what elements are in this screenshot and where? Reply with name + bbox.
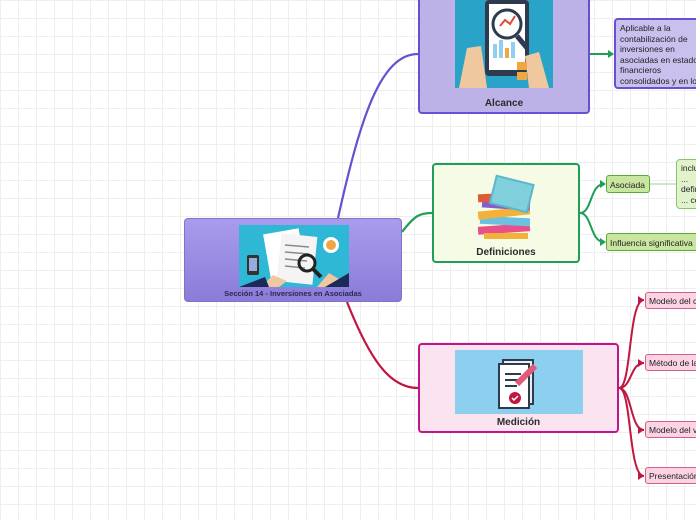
connector-med-1 (618, 299, 645, 389)
leaf-medicion-4[interactable]: Presentación (645, 467, 696, 484)
arrow-med-3 (638, 426, 644, 434)
connector-definiciones (401, 211, 433, 233)
topic-alcance-label: Alcance (484, 98, 524, 109)
arrow-def-asociada (600, 180, 606, 188)
topic-alcance[interactable]: Alcance (418, 0, 590, 114)
leaf-medicion-2[interactable]: Método de la (645, 354, 696, 371)
topic-definiciones[interactable]: Definiciones (432, 163, 580, 263)
connector-med-4 (618, 387, 645, 477)
leaf-influencia-significativa[interactable]: Influencia significativa (606, 233, 696, 251)
alcance-note[interactable]: Aplicable a la contabilización de invers… (614, 18, 696, 89)
arrow-med-2 (638, 359, 644, 367)
connector-medicion (345, 301, 419, 390)
connector-alcance (336, 52, 419, 219)
topic-medicion-label: Medición (496, 417, 541, 428)
connector-med-3 (618, 387, 645, 431)
connector-def-influencia (579, 212, 605, 243)
medicion-image (455, 350, 583, 414)
arrow-alcance-note (608, 50, 614, 58)
arrow-def-influencia (600, 238, 606, 246)
alcance-image (455, 0, 553, 88)
central-topic[interactable]: Sección 14 - Inversiones en Asociadas (184, 218, 402, 302)
leaf-asociada[interactable]: Asociada (606, 175, 650, 193)
arrow-med-4 (638, 472, 644, 480)
leaf-medicion-1[interactable]: Modelo del c (645, 292, 696, 309)
topic-definiciones-label: Definiciones (476, 247, 536, 258)
arrow-med-1 (638, 296, 644, 304)
central-topic-label: Sección 14 - Inversiones en Asociadas (224, 289, 362, 298)
asociada-note[interactable]: incluye ... definición ... con ... inver… (676, 159, 696, 209)
topic-medicion[interactable]: Medición (418, 343, 619, 433)
connector-def-asociada (579, 183, 605, 214)
central-topic-image (239, 225, 349, 287)
definiciones-image (470, 171, 546, 243)
leaf-medicion-3[interactable]: Modelo del v (645, 421, 696, 438)
